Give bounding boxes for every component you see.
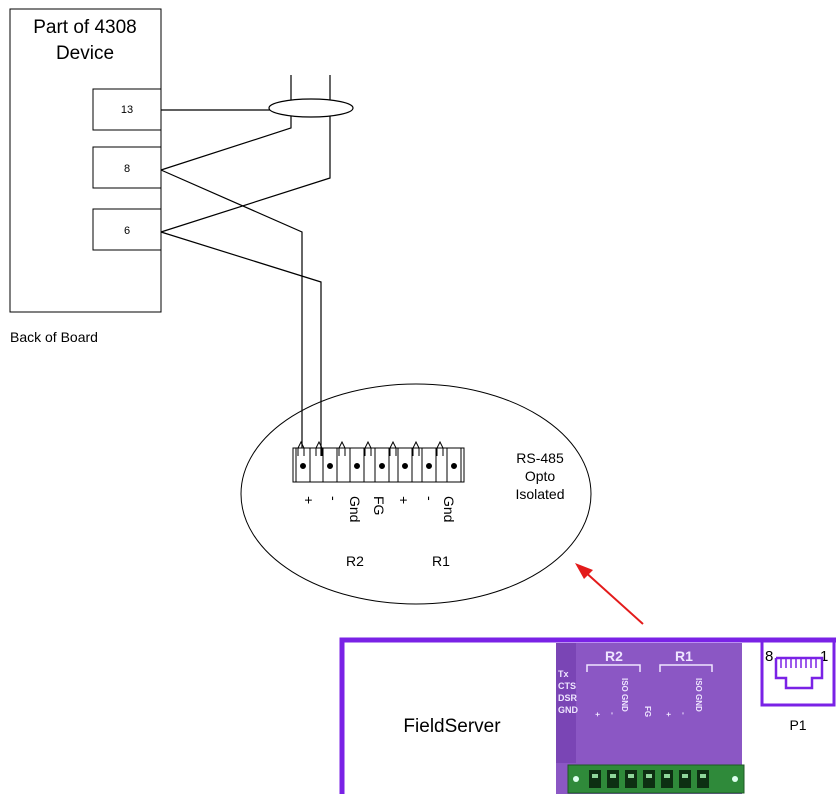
fieldserver-panel: FieldServer Tx CTS DSR GND R2 R1 + - ISO… [339,637,836,794]
rj45-jack-icon [774,656,824,690]
rs485-desc-line1: RS-485 [516,450,564,466]
terminal-6-box [92,208,162,251]
board-label-gnd: GND [558,705,579,715]
fieldserver-border [339,637,836,794]
pin-label-fg: FG [371,496,387,515]
back-of-board-caption: Back of Board [10,329,98,345]
board-bracket-r2 [586,664,641,672]
group-label-r1: R1 [432,553,450,569]
board-pin-r1-gnd: ISO GND [694,678,703,712]
board-bracket-r1 [659,664,713,672]
pin-label-r1-gnd: Gnd [441,496,457,522]
pin-label-r2-plus: + [301,496,317,504]
wire-8-to-plus [160,169,303,456]
board-label-tx: Tx [558,669,569,679]
board-label-cts: CTS [558,681,576,691]
connector-ellipse [240,383,592,605]
board-label-r2: R2 [605,648,623,664]
p1-port-label: P1 [789,717,806,733]
fieldserver-board: Tx CTS DSR GND R2 R1 + - ISO GND FG + - … [556,643,745,794]
terminal-13-box [92,88,162,131]
p1-pin-left-number: 8 [765,648,773,665]
device-panel: Part of 4308 Device 13 8 6 [9,8,162,313]
p1-pin-right-number: 1 [820,648,828,665]
rs485-desc-line2: Opto [525,468,556,484]
terminal-8-box [92,146,162,189]
wire-6-to-minus [160,231,322,456]
board-label-r1: R1 [675,648,693,664]
group-label-r2: R2 [346,553,364,569]
pin-label-r1-minus: - [422,496,438,501]
pin-label-r2-gnd: Gnd [347,496,363,522]
wire-cable-to-8 [160,116,292,171]
green-terminal-strip [567,764,745,794]
terminal-8-label: 8 [124,163,130,175]
connector-callout: + - Gnd FG + - Gnd R2 R1 RS-485 Opto Iso… [240,383,592,605]
terminal-13-label: 13 [121,104,133,116]
callout-arrow [575,563,644,625]
board-pin-r2-plus: + [593,712,602,717]
board-pin-r1-minus: - [679,712,688,715]
terminal-block-outline [292,447,465,483]
board-pin-r2-gnd: ISO GND [620,678,629,712]
wire-cable-to-6 [160,116,331,233]
terminal-block [292,440,465,483]
device-title-line1: Part of 4308 [33,17,137,38]
pin-2 [315,440,338,483]
pin-label-r1-plus: + [396,496,412,504]
p1-port: 8 1 [760,639,836,707]
board-pin-fg: FG [643,706,652,717]
pin-3 [338,440,365,483]
board-label-dsr: DSR [558,693,578,703]
cable-shield-ellipse [268,98,354,118]
board-pin-r2-minus: - [608,712,617,715]
device-title-line2: Device [56,43,114,64]
fieldserver-label: FieldServer [403,716,501,737]
terminal-6-label: 6 [124,225,130,237]
board-pin-r1-plus: + [664,712,673,717]
pin-label-r2-minus: - [326,496,342,501]
rs485-desc-line3: Isolated [515,486,564,502]
wires [160,75,354,456]
